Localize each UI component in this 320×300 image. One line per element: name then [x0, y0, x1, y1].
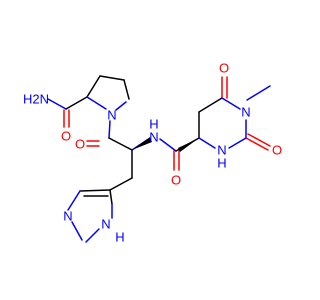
bond-nme	[246, 85, 271, 101]
atom-label-o-ring-top: O	[219, 61, 229, 76]
atom-label-n-amide: N	[149, 130, 158, 145]
atom-label-o-carbonyl: O	[171, 173, 181, 188]
atom-label-nh-imidazole: N	[101, 217, 110, 232]
bond-camide-calpha	[65, 96, 88, 110]
atom-label-h-amide: H	[149, 117, 158, 132]
bond-nh2-c	[47, 98, 67, 110]
atom-label-o-his: O	[75, 137, 85, 152]
bond-imid-3	[71, 221, 83, 241]
bond-ring6-3	[221, 97, 241, 110]
atom-label-n-methyl: N	[241, 105, 250, 120]
bond-ring-1	[86, 75, 101, 98]
bond-imid-2	[67, 190, 81, 211]
bond-cbeta-imid	[109, 177, 133, 191]
atom-label-h2n: H2N	[23, 92, 49, 107]
bond-ring-4	[115, 101, 127, 111]
bond-nh-co	[159, 138, 177, 152]
molecule-diagram: H2N O N O H N O N H O N O N N H	[23, 61, 282, 245]
stereo-wedge-his	[132, 137, 152, 150]
bond-ring6-5	[228, 137, 247, 149]
bond-imid-5	[109, 189, 113, 205]
bond-n-co	[108, 120, 111, 139]
bond-ring-3	[123, 79, 130, 100]
stereo-wedge-ring	[178, 138, 199, 152]
atom-label-o-amide: O	[61, 129, 71, 144]
atom-label-h-ring: H	[217, 156, 226, 171]
atom-label-n-proline: N	[107, 108, 116, 123]
bond-ring6-o4	[247, 133, 271, 147]
bond-co-calpha	[108, 137, 133, 151]
bond-ring6-6	[198, 137, 216, 149]
atom-label-n-ring: N	[217, 143, 226, 158]
atom-label-h-imidazole: H	[115, 230, 124, 245]
bond-ring-5	[86, 96, 107, 110]
atom-label-o-ring-right: O	[272, 143, 282, 158]
bond-imid-4	[85, 228, 100, 243]
bond-imid-1	[79, 189, 111, 192]
bond-ring-2	[99, 75, 125, 81]
bond-ring6-2	[198, 97, 223, 113]
atom-label-n-imidazole: N	[63, 209, 72, 224]
bond-ring6-o3	[245, 137, 269, 151]
